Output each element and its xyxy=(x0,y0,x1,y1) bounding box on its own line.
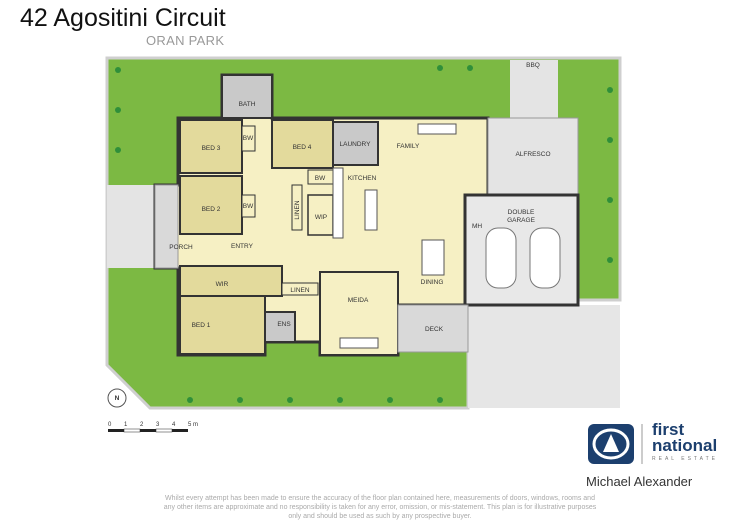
scale-tick: 0 xyxy=(108,422,112,428)
dining-table xyxy=(421,239,445,276)
compass-label: N xyxy=(115,395,120,402)
porch xyxy=(154,184,179,269)
first-national-logo-icon xyxy=(588,424,643,464)
label-porch: PORCH xyxy=(169,244,193,251)
label-alfresco: ALFRESCO xyxy=(515,151,550,158)
label-garage-2: GARAGE xyxy=(507,217,535,224)
label-wir: WIR xyxy=(216,281,229,288)
page-subtitle: ORAN PARK xyxy=(146,33,225,48)
linen-cupboard xyxy=(291,184,303,231)
label-bw-3: BW xyxy=(315,175,326,182)
scale-tick: 3 xyxy=(156,422,160,428)
label-bed2: BED 2 xyxy=(202,206,221,213)
scale-tick: 2 xyxy=(140,422,144,428)
deck xyxy=(397,304,469,353)
bbq-paving xyxy=(510,60,558,120)
brand-line-1: first xyxy=(652,420,685,439)
label-deck: DECK xyxy=(425,326,444,333)
compass-icon: N xyxy=(107,388,127,408)
label-garage-1: DOUBLE xyxy=(508,209,535,216)
label-bed1: BED 1 xyxy=(192,322,211,329)
label-bath: BATH xyxy=(239,101,256,108)
label-bw-1: BW xyxy=(243,135,254,142)
driveway xyxy=(468,305,620,408)
room-wip xyxy=(307,194,334,236)
room-ens xyxy=(264,311,296,343)
label-bed3: BED 3 xyxy=(202,145,221,152)
label-linen-1: LINEN xyxy=(294,200,301,219)
sofa xyxy=(417,123,457,135)
brand-line-2: national xyxy=(652,436,718,455)
agent-name: Michael Alexander xyxy=(586,474,693,489)
disclaimer: Whilst every attempt has been made to en… xyxy=(163,495,597,520)
label-wip: WIP xyxy=(315,214,327,221)
room-bed2 xyxy=(179,175,243,235)
label-dining: DINING xyxy=(421,279,444,286)
label-family: FAMILY xyxy=(397,143,420,150)
room-laundry xyxy=(332,121,379,166)
label-linen-2: LINEN xyxy=(290,287,309,294)
media-sofa xyxy=(339,337,379,349)
label-meida: MEIDA xyxy=(348,297,369,304)
shrubs xyxy=(115,65,613,403)
front-path xyxy=(107,185,157,268)
page-title: 42 Agositini Circuit xyxy=(20,4,226,32)
scale-tick: 4 xyxy=(172,422,176,428)
label-entry: ENTRY xyxy=(231,243,254,250)
label-bw-2: BW xyxy=(243,203,254,210)
room-bed3 xyxy=(179,119,243,174)
label-laundry: LAUNDRY xyxy=(340,141,372,148)
robe-bw2 xyxy=(241,194,256,218)
room-bath xyxy=(221,74,273,119)
label-bed4: BED 4 xyxy=(293,144,312,151)
room-alfresco xyxy=(487,117,579,196)
kitchen-island xyxy=(364,189,378,231)
room-bed1 xyxy=(179,295,266,355)
scale-bar: 0 1 2 3 4 5 m xyxy=(108,422,198,433)
room-wir xyxy=(179,265,283,297)
label-bbq: BBQ xyxy=(526,62,540,69)
kitchen-bench xyxy=(332,167,344,239)
label-mh: MH xyxy=(472,223,482,230)
car-2 xyxy=(529,227,561,289)
label-kitchen: KITCHEN xyxy=(348,175,377,182)
scale-tick: 5 m xyxy=(188,422,198,428)
car-1 xyxy=(485,227,517,289)
label-ens: ENS xyxy=(277,321,291,328)
linen-2 xyxy=(281,282,319,296)
brand-line-3: REAL ESTATE xyxy=(652,456,718,462)
room-bed4 xyxy=(271,119,334,169)
robe-bw1 xyxy=(241,125,256,152)
scale-tick: 1 xyxy=(124,422,128,428)
